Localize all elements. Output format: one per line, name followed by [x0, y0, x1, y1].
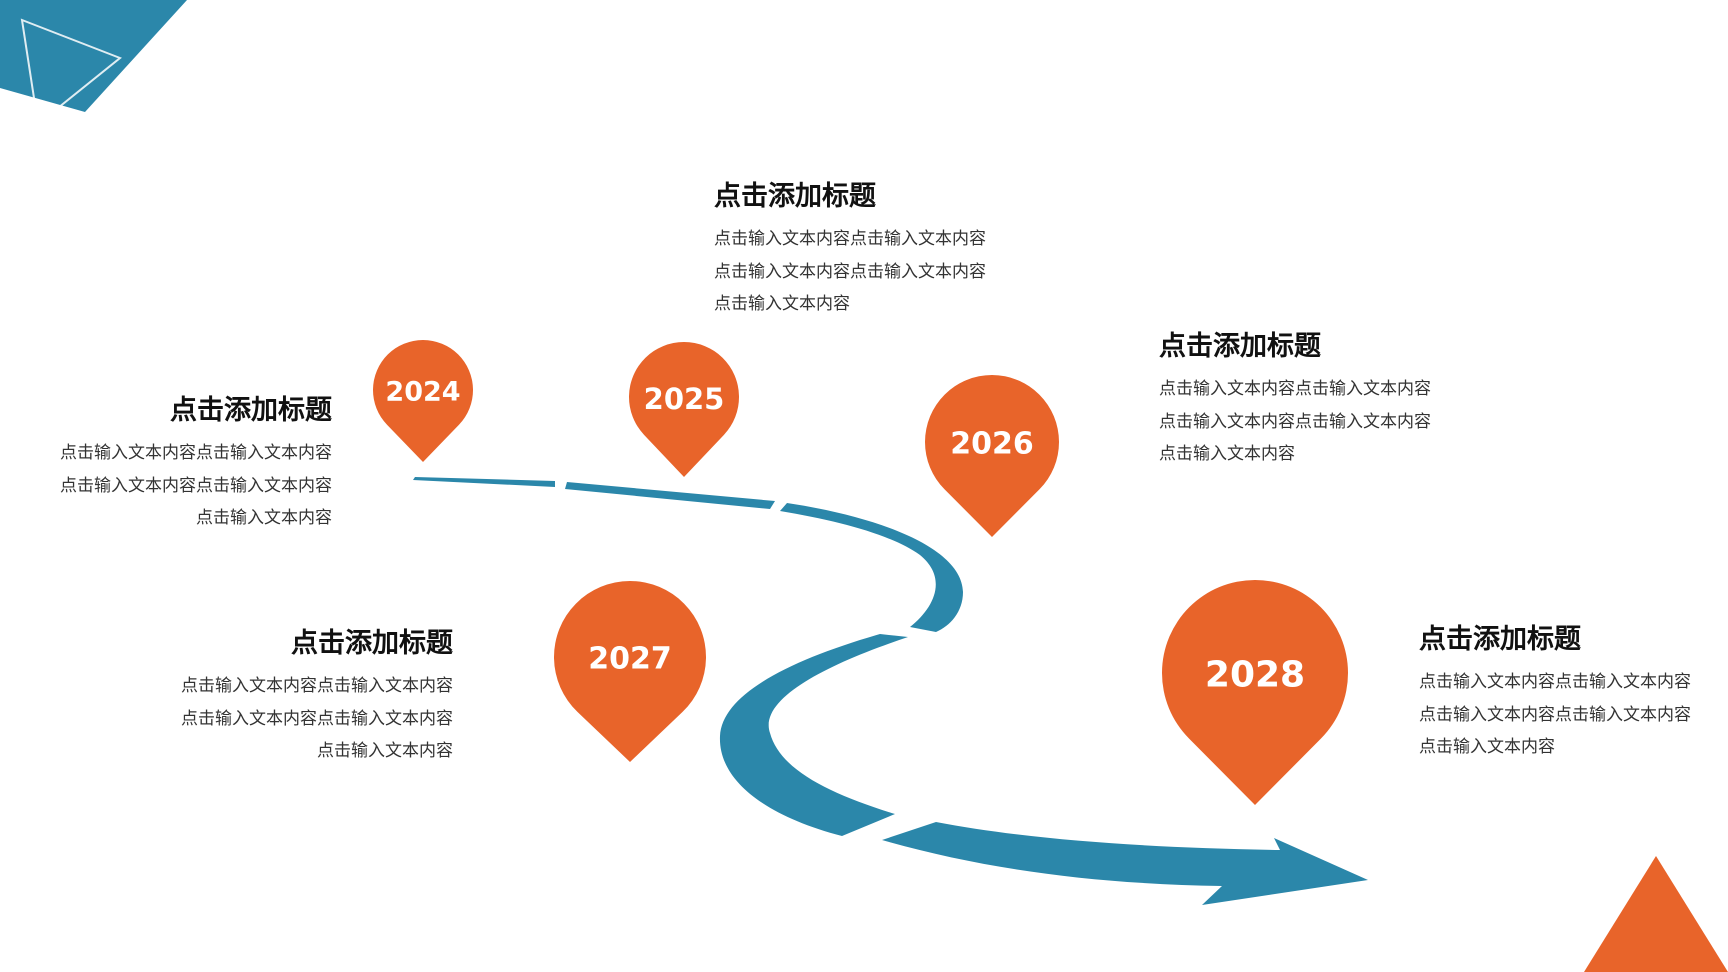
milestone-pin-2026: 2026 — [925, 374, 1059, 537]
milestone-pin-2028: 2028 — [1162, 580, 1348, 805]
milestone-2028-text: 点击添加标题 点击输入文本内容点击输入文本内容点击输入文本内容点击输入文本内容点… — [1419, 622, 1699, 764]
pin-year-label: 2028 — [1205, 655, 1305, 696]
road-segment-2 — [565, 482, 775, 509]
timeline-road — [413, 477, 1368, 905]
milestone-pin-2027: 2027 — [553, 581, 706, 762]
road-segment-4 — [719, 634, 908, 836]
milestone-title[interactable]: 点击添加标题 — [170, 395, 332, 426]
milestone-title[interactable]: 点击添加标题 — [1419, 624, 1581, 655]
milestone-body[interactable]: 点击输入文本内容点击输入文本内容点击输入文本内容点击输入文本内容点击输入文本内容 — [1419, 672, 1691, 757]
corner-triangle-blue — [0, 0, 187, 112]
road-arrow — [882, 822, 1368, 905]
pin-marker-icon — [629, 341, 739, 477]
corner-triangle-outline — [20, 18, 122, 126]
milestone-title[interactable]: 点击添加标题 — [291, 628, 453, 659]
milestone-body[interactable]: 点击输入文本内容点击输入文本内容点击输入文本内容点击输入文本内容点击输入文本内容 — [1159, 379, 1431, 464]
road-segment-1 — [413, 477, 555, 487]
milestone-pin-2024: 2024 — [373, 340, 473, 462]
milestone-2024-text: 点击添加标题 点击输入文本内容点击输入文本内容点击输入文本内容点击输入文本内容点… — [52, 393, 332, 535]
corner-triangle-orange — [1584, 856, 1728, 972]
road-segment-3 — [780, 503, 963, 632]
pin-marker-icon — [925, 374, 1059, 537]
milestone-body[interactable]: 点击输入文本内容点击输入文本内容点击输入文本内容点击输入文本内容点击输入文本内容 — [60, 443, 332, 528]
pin-year-label: 2026 — [950, 427, 1034, 462]
pin-year-label: 2027 — [588, 642, 672, 677]
milestone-body[interactable]: 点击输入文本内容点击输入文本内容点击输入文本内容点击输入文本内容点击输入文本内容 — [181, 676, 453, 761]
milestone-title[interactable]: 点击添加标题 — [714, 181, 876, 212]
milestone-2026-text: 点击添加标题 点击输入文本内容点击输入文本内容点击输入文本内容点击输入文本内容点… — [1159, 329, 1439, 471]
pin-marker-icon — [553, 581, 706, 762]
milestone-pin-2025: 2025 — [629, 341, 739, 477]
pin-year-label: 2025 — [644, 382, 725, 416]
pin-marker-icon — [373, 340, 473, 462]
pin-year-label: 2024 — [385, 377, 460, 408]
milestone-body[interactable]: 点击输入文本内容点击输入文本内容点击输入文本内容点击输入文本内容点击输入文本内容 — [714, 229, 986, 314]
milestone-2027-text: 点击添加标题 点击输入文本内容点击输入文本内容点击输入文本内容点击输入文本内容点… — [173, 626, 453, 768]
milestone-2025-text: 点击添加标题 点击输入文本内容点击输入文本内容点击输入文本内容点击输入文本内容点… — [714, 179, 994, 321]
milestone-title[interactable]: 点击添加标题 — [1159, 331, 1321, 362]
pin-marker-icon — [1162, 580, 1348, 805]
